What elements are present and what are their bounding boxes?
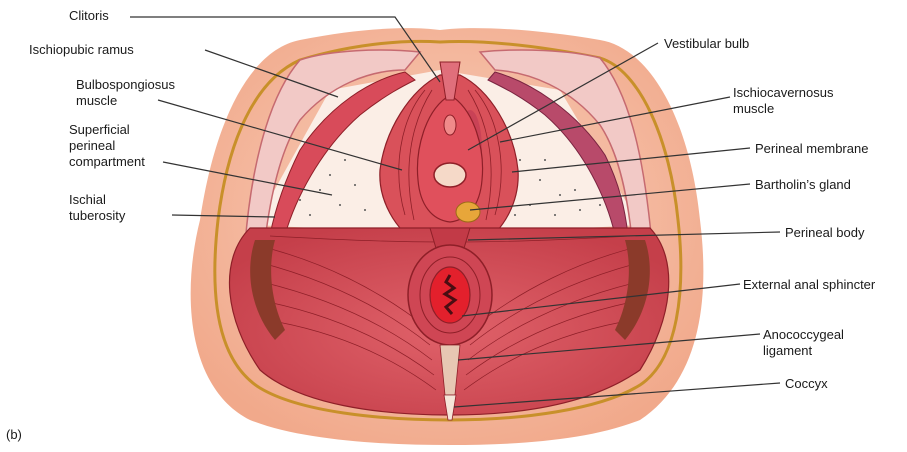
label-bulbospongiosus-line1: Bulbospongiosus: [76, 77, 175, 92]
label-superficial-line2: perineal: [69, 138, 115, 153]
bartholins-gland-shape: [456, 202, 480, 222]
label-bartholins-gland: Bartholin’s gland: [755, 177, 851, 192]
label-coccyx: Coccyx: [785, 376, 828, 391]
label-clitoris: Clitoris: [69, 8, 109, 23]
label-ischiocavernosus-line2: muscle: [733, 101, 774, 116]
urethral-opening: [444, 115, 456, 135]
label-perineal-body: Perineal body: [785, 225, 865, 240]
label-ischial-line2: tuberosity: [69, 208, 125, 223]
label-external-anal-sphincter: External anal sphincter: [743, 277, 875, 292]
label-anococcygeal-line2: ligament: [763, 343, 812, 358]
panel-label: (b): [6, 427, 22, 442]
label-ischiocavernosus-line1: Ischiocavernosus: [733, 85, 833, 100]
vaginal-orifice: [434, 163, 466, 187]
label-ischiopubic-ramus: Ischiopubic ramus: [29, 42, 134, 57]
label-bulbospongiosus-line2: muscle: [76, 93, 117, 108]
label-superficial-line3: compartment: [69, 154, 145, 169]
label-vestibular-bulb: Vestibular bulb: [664, 36, 749, 51]
label-superficial-line1: Superficial: [69, 122, 130, 137]
label-anococcygeal-line1: Anococcygeal: [763, 327, 844, 342]
label-ischial-line1: Ischial: [69, 192, 106, 207]
label-perineal-membrane: Perineal membrane: [755, 141, 868, 156]
